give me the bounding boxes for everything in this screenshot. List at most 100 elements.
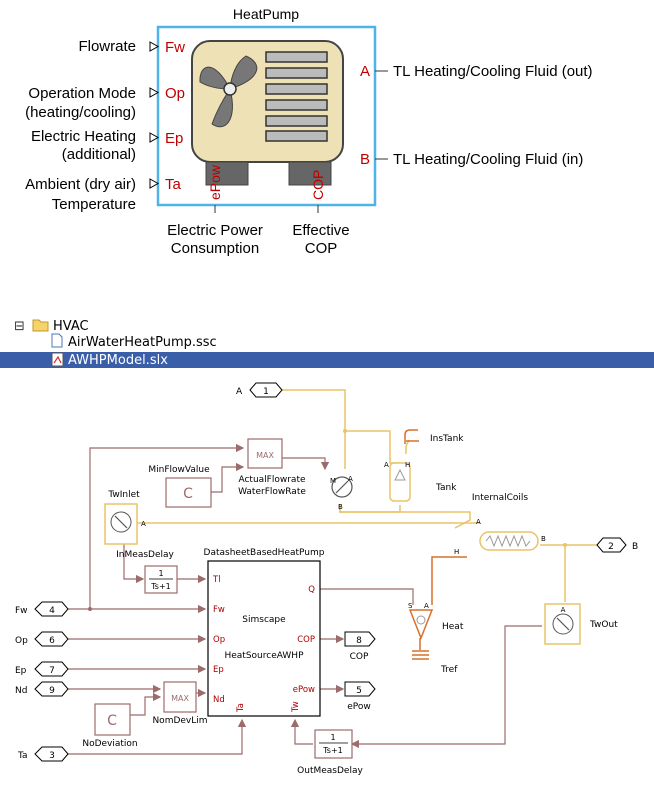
inmeas-name: InMeasDelay <box>116 550 174 560</box>
tree-file-ssc[interactable]: AirWaterHeatPump.ssc <box>68 335 217 350</box>
internalcoils-block[interactable]: A B H InternalCoils <box>454 493 546 556</box>
inport-fw-label: Fw <box>15 606 28 616</box>
junction-dots <box>88 429 567 611</box>
inport-ta-num: 3 <box>49 751 55 761</box>
label-electric-heating: Electric Heating <box>31 128 136 145</box>
max-nd-text: MAX <box>171 694 189 703</box>
port-q-sub: Q <box>308 585 315 595</box>
inport-a-num: 1 <box>263 387 269 397</box>
datasheet-heatpump-block[interactable] <box>207 560 321 717</box>
outport-b[interactable]: 2 B <box>596 537 638 553</box>
outport-cop-label: COP <box>350 652 369 662</box>
port-a: A <box>360 63 370 80</box>
label-ambient-sub: Temperature <box>52 196 136 213</box>
tank-block[interactable]: A H Tank <box>384 461 457 502</box>
slx-file-icon <box>51 352 64 367</box>
label-operation-mode: Operation Mode <box>28 85 136 102</box>
tree-file-slx[interactable]: AWHPModel.slx <box>68 353 168 368</box>
twout-port-a: A <box>561 606 566 614</box>
outport-epow-label: ePow <box>347 702 371 712</box>
flowsrc-port-b: B <box>338 503 343 511</box>
actualflow-name-1: ActualFlowrate <box>238 475 305 485</box>
port-cop-sub: COP <box>297 635 315 645</box>
inport-op-num: 6 <box>49 636 55 646</box>
flowsrc-port-a: A <box>348 475 353 483</box>
twinlet-sensor[interactable]: A TwInlet <box>104 490 146 545</box>
port-epow: ePow <box>207 164 223 200</box>
twout-sensor[interactable]: A TwOut <box>544 603 618 645</box>
port-cop: COP <box>310 170 326 200</box>
inport-ta-label: Ta <box>17 751 28 761</box>
inport-ta[interactable]: 3 Ta <box>17 746 69 762</box>
signal-lines <box>68 443 542 755</box>
inport-fw[interactable]: 4 Fw <box>15 601 69 617</box>
heatpump-mask-figure: HeatPump <box>25 6 592 257</box>
const-minflow[interactable]: C MinFlowValue <box>148 465 212 508</box>
actualflow-name-2: WaterFlowRate <box>238 487 306 497</box>
inport-ep[interactable]: 7 Ep <box>15 661 69 677</box>
port-tw-sub: Tw <box>291 701 301 713</box>
twinlet-port-a: A <box>141 520 146 528</box>
tf-inmeasdelay[interactable]: 1 Ts+1 InMeasDelay <box>116 550 178 594</box>
tf-outmeasdelay[interactable]: 1 Ts+1 OutMeasDelay <box>297 729 363 776</box>
inport-nd-num: 9 <box>49 686 55 696</box>
outport-epow[interactable]: 5 ePow <box>344 681 376 712</box>
label-electric-power: Electric Power <box>167 222 263 239</box>
ssc-file-icon <box>51 333 63 348</box>
outmeas-name: OutMeasDelay <box>297 766 363 776</box>
label-fluid-out: TL Heating/Cooling Fluid (out) <box>393 63 593 80</box>
tf-in-den: Ts+1 <box>150 582 171 591</box>
fan-icon <box>199 55 258 128</box>
port-fw-sub: Fw <box>213 605 225 615</box>
inport-nd[interactable]: 9 Nd <box>15 681 69 697</box>
inport-ep-label: Ep <box>15 666 27 676</box>
inport-a[interactable]: 1 A <box>236 382 283 398</box>
nodeviation-name: NoDeviation <box>82 739 137 749</box>
instank-block[interactable]: InsTank <box>404 429 464 444</box>
inport-op[interactable]: 6 Op <box>15 631 69 647</box>
port-b: B <box>360 151 370 168</box>
tf-out-den: Ts+1 <box>322 746 343 755</box>
label-flowrate: Flowrate <box>78 38 136 55</box>
inport-a-label: A <box>236 387 243 397</box>
const-nodev-symbol: C <box>107 713 117 729</box>
outport-b-num: 2 <box>608 542 614 552</box>
folder-icon <box>32 319 49 332</box>
twinlet-name: TwInlet <box>107 490 140 500</box>
input-port-glyphs <box>149 41 160 189</box>
tank-port-a: A <box>384 461 389 469</box>
file-tree: ⊟ HVAC AirWaterHeatPump.ssc AWHPModel.sl… <box>0 319 654 368</box>
tank-name: Tank <box>435 483 457 493</box>
coils-port-h: H <box>454 548 459 556</box>
const-minflow-symbol: C <box>183 486 193 502</box>
outport-cop[interactable]: 8 COP <box>344 631 376 662</box>
internalcoils-name: InternalCoils <box>472 493 528 503</box>
tree-folder-hvac[interactable]: HVAC <box>53 319 89 334</box>
label-operation-mode-sub: (heating/cooling) <box>25 104 136 121</box>
simulink-model: DatasheetBasedHeatPump Simscape HeatSour… <box>15 382 638 776</box>
outport-cop-num: 8 <box>356 636 362 646</box>
collapse-toggle-icon[interactable]: ⊟ <box>14 319 25 334</box>
coils-port-b: B <box>541 535 546 543</box>
flowsrc-port-m: M <box>330 477 336 485</box>
tref-name: Tref <box>440 665 458 675</box>
flowrate-source[interactable]: M A B <box>330 475 353 511</box>
heat-source-block[interactable]: S A Heat <box>408 602 464 641</box>
outport-b-label: B <box>632 542 638 552</box>
const-nodeviation[interactable]: C NoDeviation <box>82 703 138 749</box>
block-heatsource-text: HeatSourceAWHP <box>224 651 304 661</box>
nomdevlim-name: NomDevLim <box>152 716 207 726</box>
max-block-nd[interactable]: MAX NomDevLim <box>152 681 208 726</box>
port-fw: Fw <box>165 39 185 56</box>
tree-selection-highlight[interactable] <box>0 352 654 368</box>
inport-fw-num: 4 <box>49 606 55 616</box>
label-electric-heating-sub: (additional) <box>62 146 136 163</box>
vent-grille-icon <box>265 51 328 142</box>
max-block-flow[interactable]: MAX ActualFlowrate WaterFlowRate <box>238 438 306 497</box>
twout-name: TwOut <box>589 620 618 630</box>
label-fluid-in: TL Heating/Cooling Fluid (in) <box>393 151 583 168</box>
label-ambient: Ambient (dry air) <box>25 176 136 193</box>
output-port-leads <box>214 70 388 213</box>
tref-ground[interactable]: Tref <box>412 650 458 675</box>
